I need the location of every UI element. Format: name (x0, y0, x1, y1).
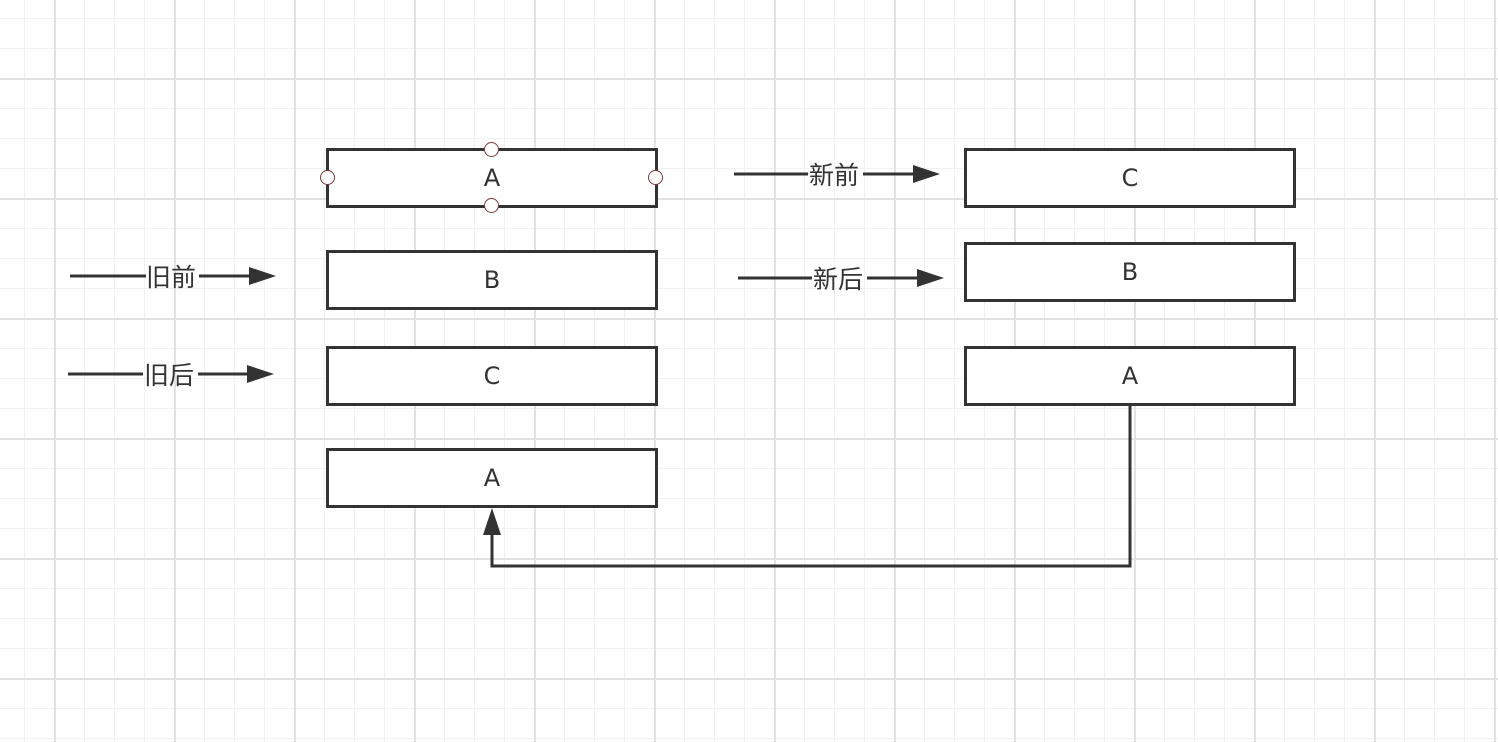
node-label: C (1121, 164, 1139, 192)
old-end-label: 旧后 (144, 361, 195, 390)
new-start-pointer-arrow[interactable] (734, 165, 940, 183)
resize-handle-left[interactable] (320, 170, 335, 185)
old-end-pointer-arrow[interactable] (68, 365, 274, 383)
arrowhead-icon (249, 267, 276, 285)
node-label: C (483, 362, 501, 390)
arrowhead-icon (913, 165, 940, 183)
old-start-pointer-arrow[interactable] (70, 267, 276, 285)
resize-handle-bottom[interactable] (484, 198, 499, 213)
node-label: B (483, 266, 501, 294)
node-label: B (1121, 258, 1139, 286)
node-label: A (1121, 362, 1139, 390)
old-node-3[interactable]: C (326, 346, 658, 406)
old-node-2[interactable]: B (326, 250, 658, 310)
arrowhead-icon (483, 508, 501, 535)
old-start-label: 旧前 (146, 263, 197, 292)
new-end-pointer-arrow[interactable] (738, 269, 944, 287)
old-node-4[interactable]: A (326, 448, 658, 508)
new-node-1[interactable]: C (964, 148, 1296, 208)
node-label: A (483, 164, 501, 192)
resize-handle-right[interactable] (648, 170, 663, 185)
new-start-label: 新前 (809, 161, 860, 190)
new-end-label: 新后 (813, 265, 864, 294)
arrowhead-icon (247, 365, 274, 383)
move-connector[interactable] (483, 404, 1132, 568)
new-node-3[interactable]: A (964, 346, 1296, 406)
node-label: A (483, 464, 501, 492)
new-node-2[interactable]: B (964, 242, 1296, 302)
arrowhead-icon (917, 269, 944, 287)
resize-handle-top[interactable] (484, 142, 499, 157)
